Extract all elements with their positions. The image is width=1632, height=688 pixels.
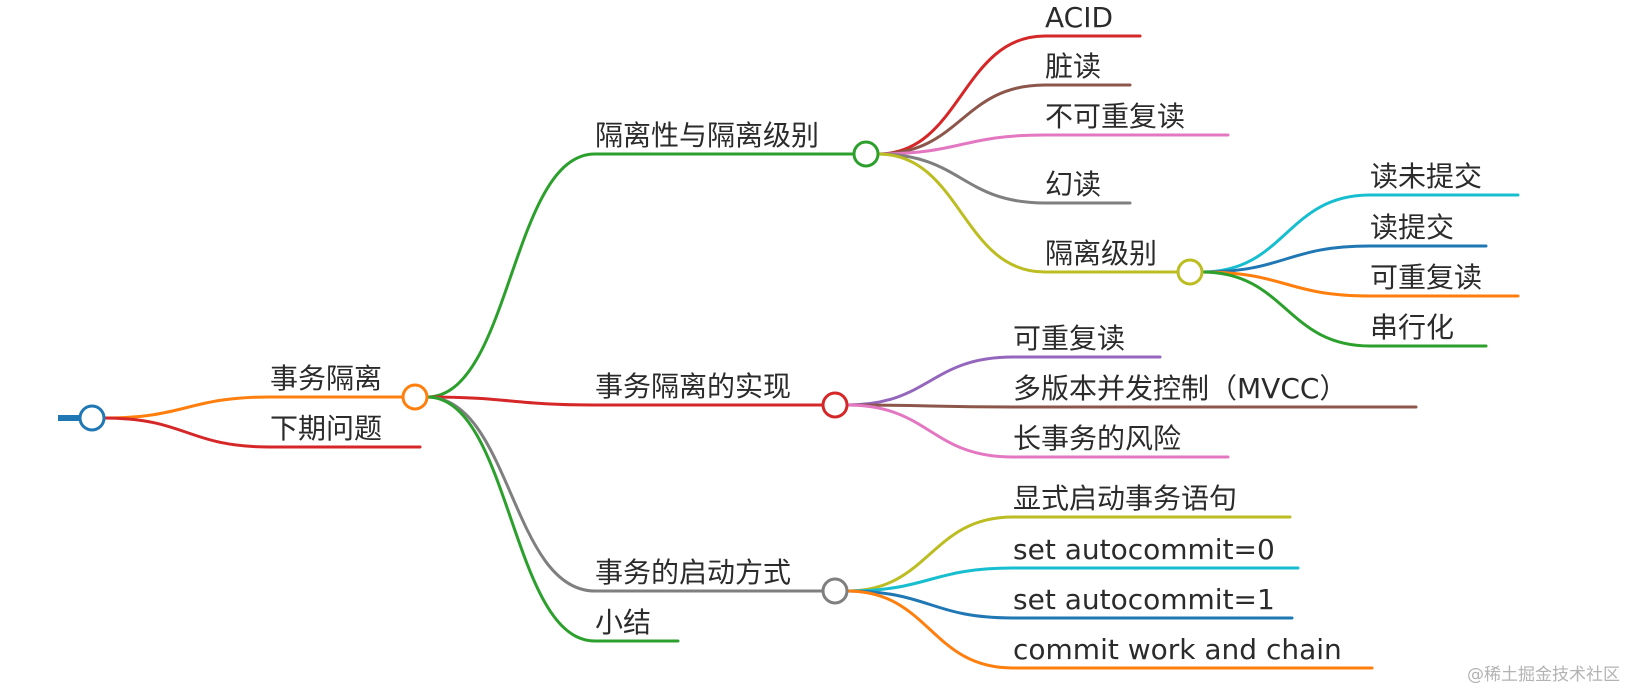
node-label[interactable]: 脏读 [1045,50,1101,83]
node-label[interactable]: 串行化 [1370,311,1454,344]
node-label[interactable]: 下期问题 [270,412,382,445]
node-label[interactable]: 长事务的风险 [1013,422,1181,455]
node-collapse-toggle[interactable] [852,140,880,168]
branch-link [845,355,1015,407]
branch-link [876,152,1047,274]
mindmap-underlines [58,34,1520,670]
branch-link [425,395,597,643]
node-collapse-toggle[interactable] [821,577,849,605]
node-label[interactable]: 幻读 [1045,168,1101,201]
node-label[interactable]: 小结 [595,606,651,639]
node-label[interactable]: set autocommit=1 [1013,583,1275,616]
branch-link [845,403,1015,459]
branch-link [1200,244,1372,274]
branch-link [876,83,1047,156]
branch-link [845,566,1015,593]
node-label[interactable]: 隔离级别 [1045,237,1157,270]
node-label[interactable]: 多版本并发控制（MVCC） [1013,372,1347,405]
branch-link [845,515,1015,593]
node-label[interactable]: 读提交 [1370,211,1454,244]
node-label[interactable]: 可重复读 [1013,322,1125,355]
node-collapse-toggle[interactable] [821,391,849,419]
node-label[interactable]: commit work and chain [1013,633,1342,666]
node-label[interactable]: 事务隔离 [270,362,382,395]
node-label[interactable]: 事务隔离的实现 [595,370,791,403]
branch-link [425,395,597,407]
node-label[interactable]: set autocommit=0 [1013,533,1275,566]
branch-link [102,395,272,420]
node-label[interactable]: 事务的启动方式 [595,556,791,589]
node-label[interactable]: ACID [1045,1,1113,34]
branch-link [425,395,597,593]
branch-link [1200,270,1372,298]
node-label[interactable]: 显式启动事务语句 [1013,482,1237,515]
root-node[interactable] [78,404,106,432]
branch-link [1200,193,1372,274]
branch-link [1200,270,1372,348]
branch-link [102,416,272,449]
node-label[interactable]: 可重复读 [1370,261,1482,294]
node-collapse-toggle[interactable] [401,383,429,411]
branch-link [845,403,1015,409]
branch-link [845,589,1015,670]
node-label[interactable]: 不可重复读 [1045,100,1185,133]
mindmap-nodes [78,140,1204,605]
branch-link [845,589,1015,620]
mindmap-links [102,34,1372,670]
branch-link [876,133,1047,156]
watermark-text: @稀土掘金技术社区 [1467,665,1620,685]
branch-link [876,152,1047,205]
node-label[interactable]: 读未提交 [1370,160,1482,193]
branch-link [425,152,597,399]
node-collapse-toggle[interactable] [1176,258,1204,286]
node-label[interactable]: 隔离性与隔离级别 [595,119,819,152]
branch-link [876,34,1047,156]
